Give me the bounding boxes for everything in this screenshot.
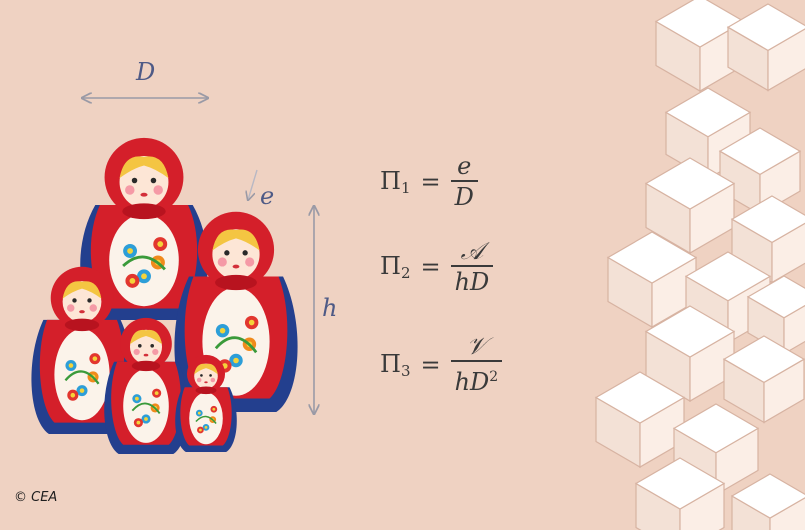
isometric-cube-icon	[634, 457, 726, 530]
isometric-cube-icon	[644, 157, 736, 255]
matryoshka-doll-icon	[104, 317, 188, 454]
isometric-cube-pattern	[594, 0, 805, 530]
matryoshka-doll-icon	[80, 137, 208, 320]
height-label: h	[322, 294, 338, 322]
isometric-cube-icon	[730, 473, 805, 530]
equation-denominator: D	[454, 183, 474, 211]
thickness-label: e	[260, 182, 275, 210]
thickness-arrow	[248, 169, 258, 200]
matryoshka-doll-icon	[175, 354, 237, 452]
matryoshka-dolls-group	[31, 137, 298, 454]
equation-pi-2: Π2 = 𝒜 hD	[380, 237, 494, 297]
equation-pi-3: Π3 = 𝒱 hD2	[380, 332, 503, 397]
equation-denominator: hD	[454, 268, 490, 296]
isometric-cube-icon	[722, 335, 805, 424]
equation-numerator: 𝒜	[460, 237, 484, 265]
isometric-cube-icon	[606, 231, 698, 329]
copyright-credit: © CEA	[14, 490, 58, 505]
equation-numerator: 𝒱	[466, 332, 487, 360]
isometric-cube-icon	[726, 3, 805, 92]
equation-denominator: hD2	[454, 368, 499, 396]
equation-pi-1: Π1 = e D	[380, 152, 478, 212]
isometric-cube-icon	[644, 305, 736, 403]
equation-lhs: Π1	[380, 167, 411, 197]
diameter-label: D	[136, 58, 156, 86]
isometric-cube-icon	[594, 371, 686, 469]
equation-numerator: e	[457, 152, 472, 180]
isometric-cube-icon	[746, 275, 805, 355]
equation-lhs: Π2	[380, 252, 411, 282]
isometric-cube-icon	[730, 195, 805, 284]
equation-lhs: Π3	[380, 349, 411, 380]
